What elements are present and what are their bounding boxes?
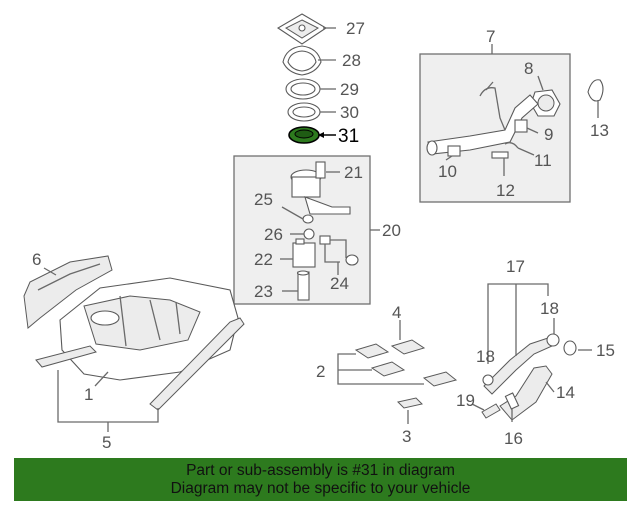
label-23: 23 <box>254 282 273 301</box>
callout-2 <box>337 353 424 385</box>
part-11-hose <box>504 142 519 149</box>
part-26-ring <box>303 228 315 240</box>
label-29: 29 <box>340 80 359 99</box>
label-25: 25 <box>254 190 273 209</box>
label-28: 28 <box>342 51 361 70</box>
part-21-pump-flange <box>290 161 351 215</box>
label-6: 6 <box>32 250 41 269</box>
label-12: 12 <box>496 181 515 200</box>
part-1-fuel-tank <box>59 277 239 381</box>
label-13: 13 <box>590 121 609 140</box>
part-28-gasket <box>282 45 322 76</box>
part-18-clamp-bottom <box>482 374 494 386</box>
label-10: 10 <box>438 162 457 181</box>
parts-diagram: 27 28 29 30 31 20 21 25 26 <box>23 13 615 452</box>
part-27-plate <box>276 13 328 45</box>
label-5: 5 <box>102 433 111 452</box>
label-18-bottom: 18 <box>476 347 495 366</box>
part-4-pad <box>390 339 426 355</box>
label-2: 2 <box>316 362 325 381</box>
part-15-clamp <box>563 340 577 356</box>
part-12-bolt <box>491 151 509 159</box>
label-9: 9 <box>544 125 553 144</box>
part-30-ring <box>287 102 321 122</box>
part-16-clip <box>504 392 520 410</box>
label-17: 17 <box>506 257 525 276</box>
label-16: 16 <box>504 429 523 448</box>
part-22-filter <box>292 238 316 268</box>
filler-neck-box <box>419 53 571 203</box>
label-14: 14 <box>556 383 575 402</box>
part-31-seal-highlighted <box>288 126 320 144</box>
part-24-sender <box>319 235 359 266</box>
label-3: 3 <box>402 427 411 446</box>
callout-17 <box>487 283 549 364</box>
part-6-shield <box>23 255 113 329</box>
part-2-pads <box>354 343 458 387</box>
label-11: 11 <box>534 151 552 170</box>
part-19-hose <box>481 403 501 419</box>
part-10-clip <box>447 145 461 157</box>
part-5-straps <box>35 317 245 411</box>
part-23-pump <box>296 270 310 301</box>
label-4: 4 <box>392 303 401 322</box>
part-18-clamp-top <box>546 333 560 347</box>
part-29-ring <box>285 78 321 100</box>
label-8: 8 <box>524 59 533 78</box>
label-7: 7 <box>486 27 495 46</box>
part-3-pad <box>397 397 423 409</box>
label-18-top: 18 <box>540 299 559 318</box>
label-19: 19 <box>456 391 475 410</box>
label-22: 22 <box>254 250 273 269</box>
label-30: 30 <box>340 103 359 122</box>
part-25-clip <box>302 214 314 224</box>
label-21: 21 <box>344 163 363 182</box>
label-26: 26 <box>264 225 283 244</box>
info-banner: Part or sub-assembly is #31 in diagram D… <box>14 458 627 501</box>
label-20: 20 <box>382 221 401 240</box>
part-9-clamp <box>514 119 528 133</box>
label-1: 1 <box>84 385 93 404</box>
part-13-gasket <box>587 79 604 102</box>
label-15: 15 <box>596 341 615 360</box>
banner-line-2: Diagram may not be specific to your vehi… <box>170 480 471 497</box>
label-31: 31 <box>338 126 359 147</box>
label-27: 27 <box>346 19 365 38</box>
part-8-filler-cap-housing <box>530 89 561 117</box>
banner-line-1: Part or sub-assembly is #31 in diagram <box>186 462 455 479</box>
label-24: 24 <box>330 274 349 293</box>
